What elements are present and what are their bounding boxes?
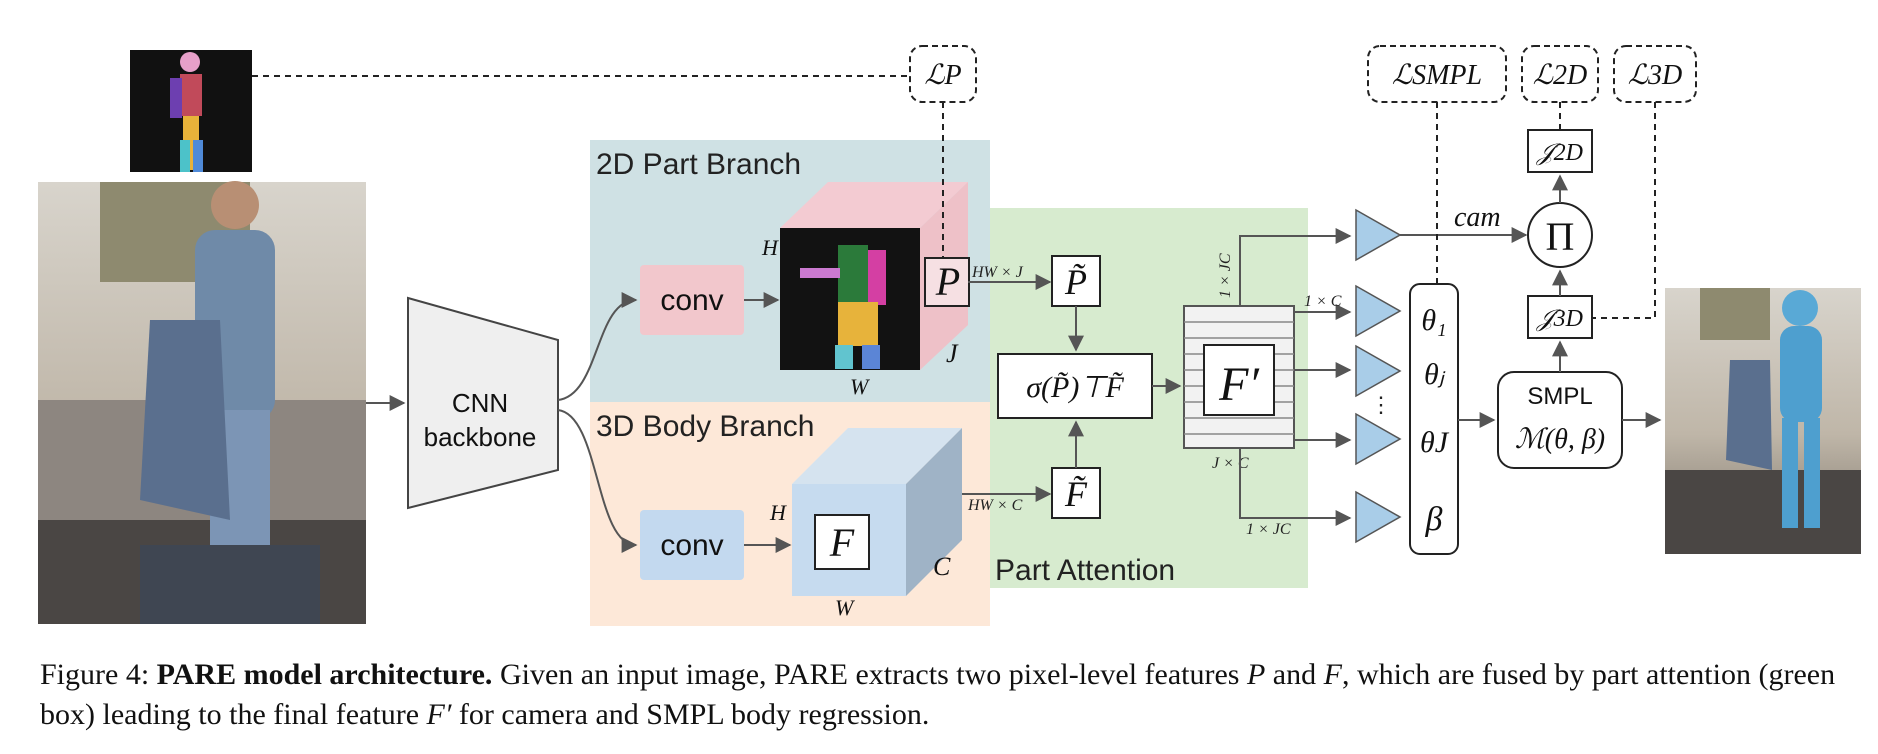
figure-caption: Figure 4: PARE model architecture. Given…	[40, 655, 1860, 735]
caption-text1: Given an input image, PARE extracts two …	[492, 658, 1247, 691]
p-tilde-label: P̃	[1064, 262, 1087, 302]
body-branch-title: 3D Body Branch	[596, 410, 814, 443]
conv-block-body	[640, 510, 744, 580]
caption-p: P	[1246, 658, 1266, 691]
pare-architecture-diagram: 2D Part Branch 3D Body Branch Part Atten…	[38, 45, 1861, 626]
j3d-label: 𝒥3D	[1536, 306, 1583, 332]
output-image	[1665, 288, 1861, 554]
param-theta-j: θⱼ	[1424, 358, 1446, 391]
conv-label-body: conv	[660, 529, 723, 562]
loss-2d-label: ℒ2D	[1533, 60, 1587, 91]
f-w-label: W	[835, 595, 855, 620]
dim-1-c: 1 × C	[1304, 293, 1342, 310]
loss-2d-box	[1521, 45, 1599, 103]
caption-f: F	[1323, 658, 1342, 691]
cnn-label-line2: backbone	[424, 422, 537, 452]
f-c-label: C	[933, 552, 951, 581]
regressor-cam	[1355, 208, 1402, 262]
cnn-backbone-block	[407, 296, 559, 510]
input-image	[38, 181, 366, 624]
f-tilde-label: F̃	[1064, 474, 1088, 514]
caption-text2: , which are fused by part attention (gre…	[40, 658, 1836, 731]
regressor-theta-j	[1355, 344, 1402, 398]
f-tilde-block	[1051, 467, 1101, 519]
loss-smpl-label: ℒSMPL	[1392, 60, 1482, 91]
part-attention-title: Part Attention	[995, 554, 1175, 587]
dim-hw-j: HW × J	[971, 264, 1024, 281]
regressor-theta-J	[1355, 412, 1402, 466]
param-theta-1: θ₁	[1421, 304, 1446, 337]
f-prime-stack	[1183, 305, 1295, 449]
loss-3d-box	[1613, 45, 1697, 103]
p-j-label: J	[946, 339, 959, 368]
caption-and: and	[1265, 658, 1324, 691]
smpl-function: ℳ(θ, β)	[1515, 424, 1605, 455]
param-theta-J: θJ	[1420, 426, 1450, 459]
p-w-label: W	[850, 374, 870, 399]
cnn-label-line1: CNN	[452, 388, 508, 418]
cam-label: cam	[1454, 202, 1501, 233]
vertical-ellipsis: ⋮	[1370, 392, 1392, 417]
dim-1-jc-top: 1 × JC	[1217, 253, 1234, 298]
j2d-box	[1527, 129, 1593, 173]
body-feature-cube	[792, 428, 962, 596]
regressor-beta	[1355, 490, 1402, 544]
caption-bold: PARE model architecture.	[156, 658, 493, 691]
p-tensor-label: P	[935, 259, 960, 304]
caption-fprime: F′	[426, 698, 452, 731]
attention-op-block	[997, 353, 1153, 419]
conv-block-part	[640, 265, 744, 335]
part-feature-cube	[780, 182, 970, 370]
part-branch-title: 2D Part Branch	[596, 148, 801, 181]
part-segmentation-thumbnail	[130, 50, 252, 172]
caption-prefix: Figure 4:	[40, 658, 157, 691]
loss-p-label: ℒP	[924, 60, 961, 91]
dim-1-jc-bottom: 1 × JC	[1246, 521, 1291, 538]
p-tilde-block	[1051, 255, 1101, 307]
caption-text3: for camera and SMPL body regression.	[451, 698, 930, 731]
f-h-label: H	[769, 500, 787, 525]
smpl-title: SMPL	[1527, 383, 1592, 410]
j2d-label: 𝒥2D	[1536, 140, 1583, 166]
f-tensor-label: F	[829, 520, 855, 565]
attention-op-label: σ(P̃)⊤F̃	[1026, 371, 1124, 404]
param-beta: β	[1425, 501, 1443, 538]
dim-hw-c: HW × C	[967, 497, 1023, 514]
p-h-label: H	[761, 235, 779, 260]
projection-label: Π	[1546, 214, 1575, 259]
f-prime-label: F′	[1218, 358, 1260, 411]
dim-j-c: J × C	[1212, 455, 1249, 472]
regressor-theta-1	[1355, 284, 1402, 338]
conv-label-part: conv	[660, 284, 723, 317]
loss-3d-label: ℒ3D	[1628, 60, 1682, 91]
